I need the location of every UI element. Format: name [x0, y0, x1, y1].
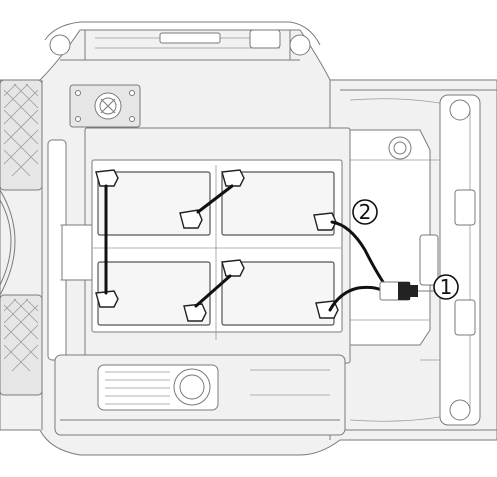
right-housing: [349, 129, 439, 346]
battery-bottom-right: [221, 261, 335, 326]
terminal: [221, 259, 245, 277]
battery-lead: [330, 220, 387, 287]
battery-terminals: [95, 169, 339, 322]
jumper-cable-bottom: [194, 274, 232, 308]
main-leads: [328, 220, 428, 312]
terminal: [221, 169, 245, 187]
terminal: [95, 290, 119, 308]
battery-tray: [60, 127, 351, 364]
callout-1-label: 1: [440, 275, 453, 299]
terminal: [179, 209, 203, 229]
battery-top-right: [221, 171, 335, 236]
callout-2-label: 2: [359, 200, 372, 224]
callout-2: 2: [352, 199, 378, 225]
lower-body: [54, 354, 346, 436]
callout-1: 1: [428, 274, 459, 300]
jumper-cable-top: [196, 184, 234, 214]
service-cap: [69, 84, 141, 128]
jumper-cables: [104, 184, 234, 308]
battery-lead-lower: [328, 285, 384, 312]
latch-icon: [388, 136, 412, 160]
terminal: [313, 212, 337, 231]
terminal: [95, 169, 119, 187]
